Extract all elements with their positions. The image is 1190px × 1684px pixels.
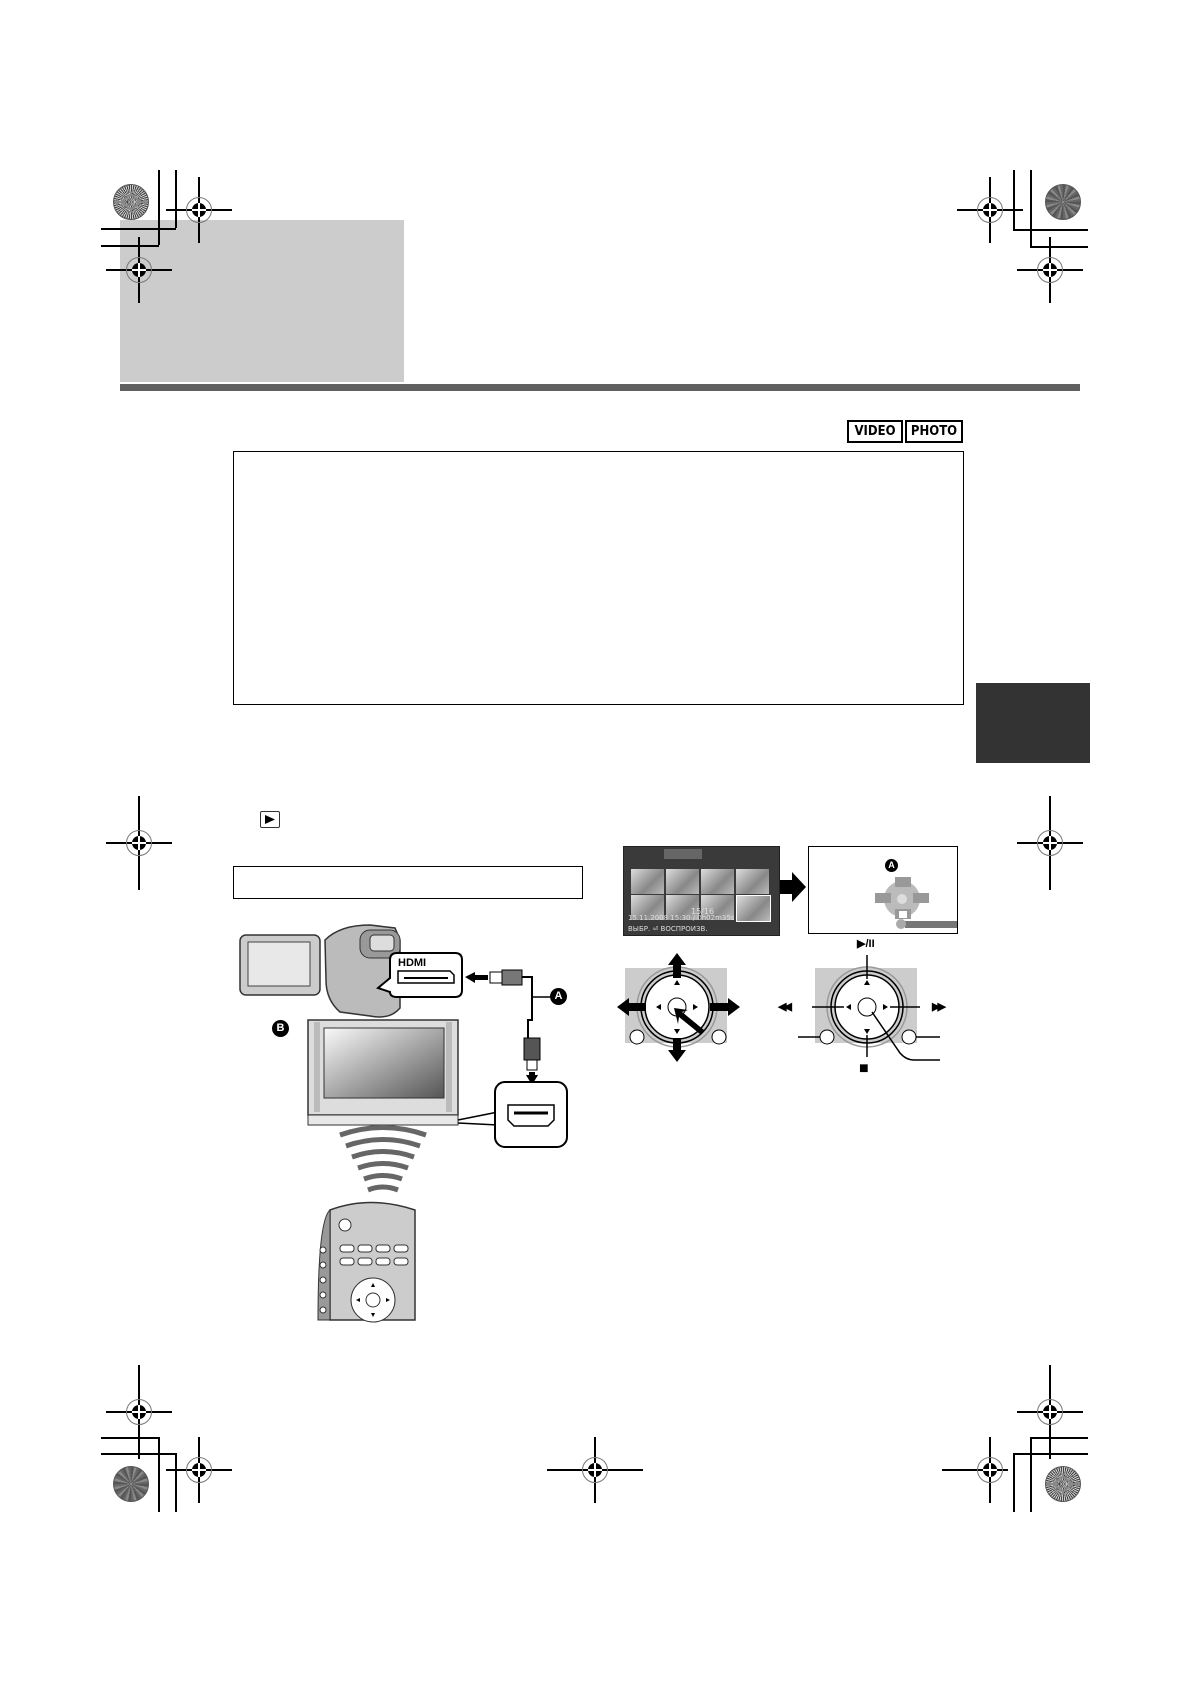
color-target-icon — [1045, 1466, 1081, 1502]
playback-screen: A — [808, 846, 958, 934]
crop-line — [175, 1453, 177, 1512]
crop-line — [1030, 246, 1088, 248]
tv-label-b: B — [272, 1020, 289, 1037]
color-target-icon — [113, 1466, 149, 1502]
crop-line — [1030, 1437, 1032, 1512]
header-rule — [120, 384, 1080, 391]
arrow-right-icon — [780, 872, 806, 902]
step-box — [233, 866, 583, 899]
crop-line — [1030, 170, 1032, 246]
crop-line — [1030, 1437, 1088, 1439]
crop-line — [101, 245, 159, 247]
svg-text:HDMI: HDMI — [398, 957, 426, 969]
rewind-label: ◀◀ — [778, 1001, 792, 1013]
crop-line — [175, 170, 177, 228]
crop-line — [1013, 170, 1015, 229]
crop-line — [1013, 229, 1088, 231]
color-target-icon — [1045, 184, 1081, 220]
crop-line — [101, 228, 176, 230]
stop-label: ■ — [859, 1060, 869, 1077]
photo-mode-badge: PHOTO — [905, 420, 963, 443]
crop-line — [101, 1437, 159, 1439]
color-target-icon — [113, 184, 149, 220]
cable-label-a: A — [550, 988, 567, 1005]
joystick-direction-diagram — [617, 953, 740, 1062]
thumbnail-screen: 15/16 15.11.2008 15:30 / 0h02m35s ВЫБР. … — [623, 846, 780, 936]
video-mode-badge: VIDEO — [847, 420, 903, 443]
control-panel-label-a: A — [885, 859, 898, 872]
chapter-header-block — [120, 220, 404, 382]
crop-line — [158, 170, 160, 245]
play-pause-label: ▶/II — [857, 938, 875, 950]
crop-line — [158, 1437, 160, 1512]
hdmi-connection-diagram: HDMI — [239, 924, 568, 1323]
play-mode-icon — [260, 811, 280, 828]
crop-line — [1013, 1453, 1015, 1512]
info-box — [233, 451, 964, 705]
playback-joystick-diagram — [798, 955, 940, 1061]
chapter-side-tab — [976, 683, 1090, 763]
fast-forward-label: ▶▶ — [932, 1001, 946, 1013]
